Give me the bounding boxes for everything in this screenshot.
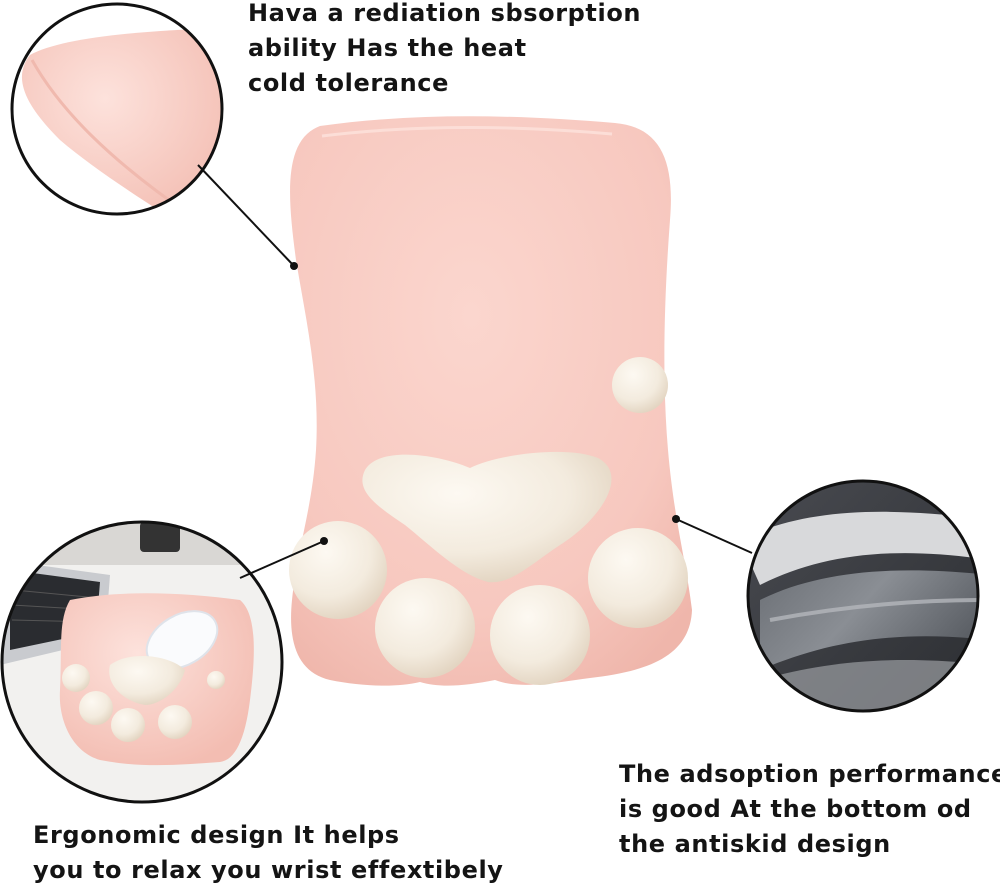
paw-toe-pad [588, 528, 688, 628]
paw-palm-pad [362, 451, 612, 583]
magnifier-desk-scene [0, 520, 284, 804]
callout-bottom-right-text: The adsoption performance is good At the… [619, 757, 1000, 862]
callout-line-text: is good At the bottom od [619, 795, 972, 823]
callout-line [197, 164, 295, 267]
paw-toe-pad [375, 578, 475, 678]
callout-line-text: The adsoption performance [619, 760, 1000, 788]
callout-top-text: Hava a rediation sbsorption ability Has … [248, 0, 641, 101]
magnifier-antiskid-bottom [746, 479, 980, 713]
callout-line [239, 540, 325, 579]
callout-line-text: the antiskid design [619, 830, 891, 858]
callout-line [675, 518, 753, 554]
callout-line-text: cold tolerance [248, 69, 449, 97]
paw-toe-pad [490, 585, 590, 685]
paw-toe-pad [289, 521, 387, 619]
callout-dot [672, 515, 680, 523]
paw-small-pad [612, 357, 668, 413]
callout-line-text: Ergonomic design It helps [33, 821, 400, 849]
mouse-pad [290, 116, 692, 686]
magnifier-edge-detail [10, 2, 224, 216]
callout-line-text: ability Has the heat [248, 34, 527, 62]
callout-dot [290, 262, 298, 270]
callout-line-text: Hava a rediation sbsorption [248, 0, 642, 27]
callout-line-text: you to relax you wrist effextibely [33, 856, 504, 884]
callout-bottom-left-text: Ergonomic design It helps you to relax y… [33, 818, 504, 888]
callout-dot [320, 537, 328, 545]
